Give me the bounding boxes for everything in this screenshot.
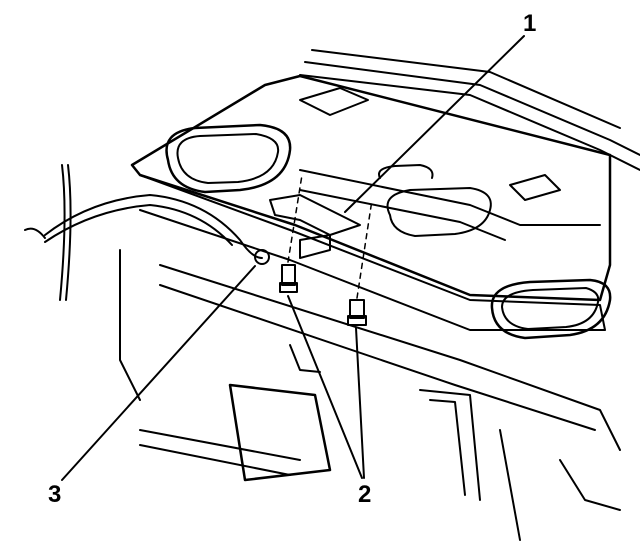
fastener-alignment-lines xyxy=(287,174,373,299)
package-shelf xyxy=(130,74,612,331)
callout-3: 3 xyxy=(48,481,62,508)
right-speaker-opening xyxy=(490,278,612,340)
leader-line-3 xyxy=(61,265,256,481)
callout-2: 2 xyxy=(358,481,372,508)
leader-line-1 xyxy=(344,35,525,213)
leader-line-2b xyxy=(355,327,365,479)
wiring-harness xyxy=(24,164,270,301)
leader-lines xyxy=(61,35,525,481)
left-speaker-opening xyxy=(165,123,292,194)
center-speaker-area xyxy=(378,164,492,237)
lamp-slots xyxy=(299,87,561,201)
callout-1: 1 xyxy=(523,10,537,37)
shelf-fasteners xyxy=(279,264,367,326)
rear-window-edge xyxy=(299,49,640,171)
leader-line-2a xyxy=(287,295,363,479)
trunk-cavity xyxy=(119,249,621,541)
center-bracket xyxy=(269,194,361,259)
